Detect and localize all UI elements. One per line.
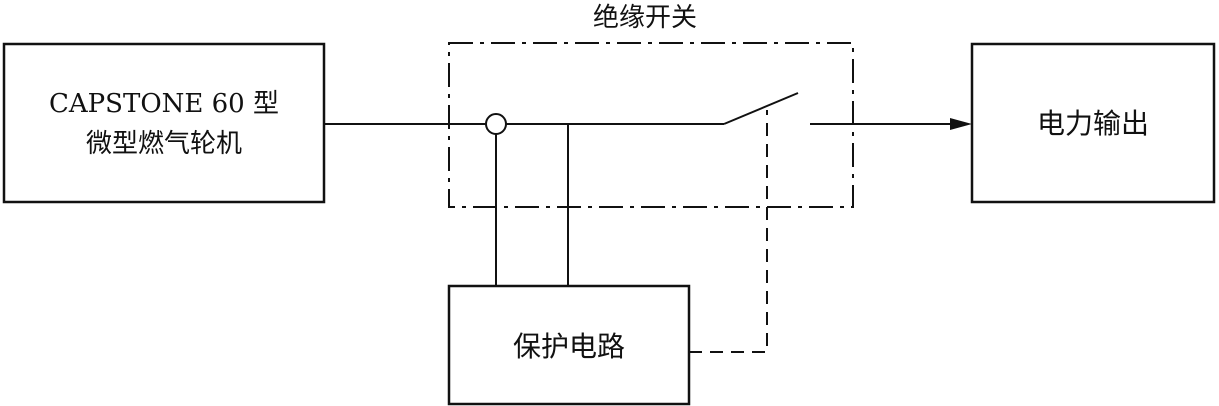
current-sensor-node	[485, 113, 507, 135]
control-link-dashed	[689, 110, 768, 353]
isolation-switch-label: 绝缘开关	[593, 3, 697, 33]
output-label: 电力输出	[1037, 107, 1149, 140]
turbine-label-line1: CAPSTONE 60 型	[49, 89, 279, 119]
switch-blade	[723, 92, 799, 125]
output-block	[970, 42, 1216, 204]
turbine-block	[2, 42, 326, 204]
turbine-label-line2: 微型燃气轮机	[86, 129, 242, 159]
protection-label: 保护电路	[513, 330, 625, 363]
output-arrowhead	[950, 118, 972, 130]
